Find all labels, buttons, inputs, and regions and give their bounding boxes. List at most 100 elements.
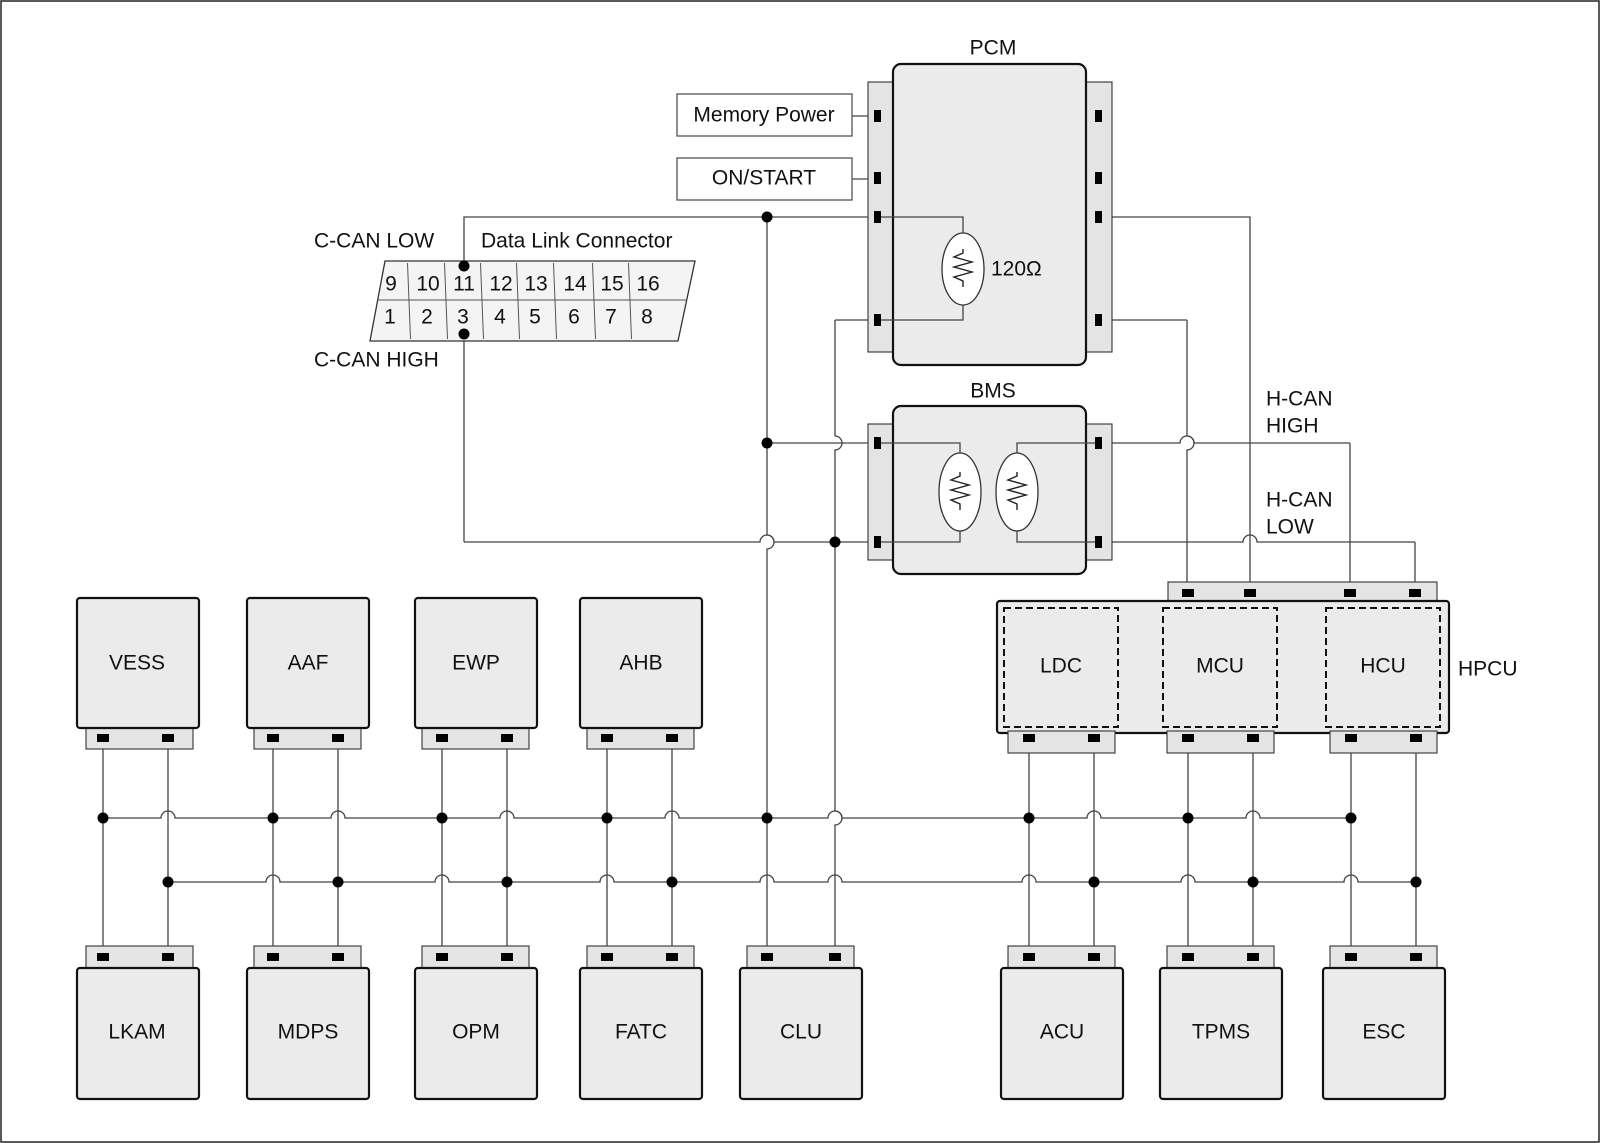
h-can-bms-high-wire bbox=[1102, 435, 1350, 444]
bms-resistor-right-symbol bbox=[1005, 472, 1029, 510]
fatc-label: FATC bbox=[615, 1021, 667, 1044]
connector-pin bbox=[1023, 734, 1035, 742]
dlc-pin-label: 2 bbox=[421, 306, 433, 329]
junction-dot bbox=[97, 812, 109, 824]
connector-pin bbox=[1088, 953, 1100, 961]
dlc-cell-divider bbox=[480, 262, 484, 340]
connector-pin bbox=[1344, 589, 1356, 597]
aaf-module bbox=[245, 596, 371, 730]
hcu-unit bbox=[1325, 607, 1441, 728]
c-can-bus-low bbox=[168, 874, 1416, 883]
dlc-pin-label: 1 bbox=[384, 306, 396, 329]
junction-dot bbox=[761, 211, 773, 223]
dlc-pin-label: 7 bbox=[605, 306, 617, 329]
pcm-pin bbox=[874, 314, 881, 326]
junction-dot bbox=[1345, 812, 1357, 824]
connector-pin bbox=[162, 953, 174, 961]
junction-dot bbox=[162, 876, 174, 888]
esc-module bbox=[1321, 966, 1447, 1101]
h-can-pcm-high-wire bbox=[1186, 320, 1195, 594]
opm-module bbox=[413, 966, 539, 1101]
connector-pin bbox=[267, 734, 279, 742]
tpms-module bbox=[1158, 966, 1284, 1101]
pcm-pin bbox=[1095, 211, 1102, 223]
connector-pin bbox=[436, 734, 448, 742]
esc-label: ESC bbox=[1362, 1021, 1405, 1044]
dlc-pin-label: 5 bbox=[529, 306, 541, 329]
connector-pin bbox=[1088, 734, 1100, 742]
bms-resistor-left-symbol bbox=[948, 472, 972, 510]
opm-label: OPM bbox=[452, 1021, 500, 1044]
pcm-pin bbox=[1095, 110, 1102, 122]
connector-pin bbox=[1023, 953, 1035, 961]
c-can-low-trunk bbox=[766, 217, 775, 818]
junction-dot bbox=[267, 812, 279, 824]
h-can-high-label-line2: HIGH bbox=[1266, 415, 1319, 438]
connector-pin bbox=[601, 953, 613, 961]
mcu-unit bbox=[1162, 607, 1278, 728]
ewp-module-group: EWP bbox=[413, 596, 539, 750]
dlc-pin-label: 15 bbox=[600, 273, 623, 296]
dlc-pin-label: 9 bbox=[385, 273, 397, 296]
c-can-high-trunk bbox=[834, 320, 843, 952]
pcm-resistor-symbol bbox=[951, 249, 975, 287]
connector-pin bbox=[761, 953, 773, 961]
connector-pin bbox=[1410, 953, 1422, 961]
pcm-pin bbox=[1095, 172, 1102, 184]
connector-pin bbox=[1244, 589, 1256, 597]
acu-label: ACU bbox=[1040, 1021, 1084, 1044]
dlc-pin-label: 14 bbox=[563, 273, 587, 296]
connector-pin bbox=[1182, 953, 1194, 961]
h-can-high-label-line1: H-CAN bbox=[1266, 388, 1333, 411]
junction-dot bbox=[458, 260, 470, 272]
dlc-pin-label: 13 bbox=[524, 273, 547, 296]
bms-pin bbox=[1095, 437, 1102, 449]
connector-pin bbox=[1182, 734, 1194, 742]
dlc-cell-divider bbox=[516, 262, 520, 340]
dlc-pin-label: 12 bbox=[489, 273, 512, 296]
resistor-value: 120Ω bbox=[991, 258, 1042, 281]
junction-dot bbox=[761, 812, 773, 824]
junction-dot bbox=[501, 876, 513, 888]
connector-pin bbox=[97, 734, 109, 742]
connector-pin bbox=[666, 734, 678, 742]
connector-pin bbox=[1182, 589, 1194, 597]
dlc-pin-label: 10 bbox=[416, 273, 439, 296]
opm-module-group: OPM bbox=[413, 945, 539, 1101]
clu-module-group: CLU bbox=[738, 945, 864, 1101]
connector-pin bbox=[97, 953, 109, 961]
c-can-high-label: C-CAN HIGH bbox=[314, 349, 439, 372]
junction-dot bbox=[1088, 876, 1100, 888]
memory-power-label: Memory Power bbox=[693, 104, 834, 127]
bms-pin bbox=[874, 536, 881, 548]
dlc-pin-label: 4 bbox=[494, 306, 506, 329]
ahb-label: AHB bbox=[619, 652, 662, 675]
dlc-pin-label: 6 bbox=[568, 306, 580, 329]
junction-dot bbox=[829, 536, 841, 548]
junction-dot bbox=[1247, 876, 1259, 888]
bms-pin bbox=[1095, 536, 1102, 548]
bms-pin bbox=[874, 437, 881, 449]
h-can-low-label-line2: LOW bbox=[1266, 516, 1314, 539]
dlc-pin-label: 3 bbox=[457, 306, 469, 329]
bms-module bbox=[891, 404, 1088, 576]
junction-dot bbox=[666, 876, 678, 888]
ewp-module bbox=[413, 596, 539, 730]
dlc-title: Data Link Connector bbox=[481, 230, 672, 253]
aaf-module-group: AAF bbox=[245, 596, 371, 750]
dlc-cell-divider bbox=[628, 262, 632, 340]
acu-module-group: ACU bbox=[999, 945, 1125, 1101]
dlc-cell-divider bbox=[553, 262, 557, 340]
junction-dot bbox=[332, 876, 344, 888]
pcm-module bbox=[891, 62, 1088, 367]
pins-layer bbox=[97, 589, 1422, 961]
connector-pin bbox=[1247, 953, 1259, 961]
dlc-cell-divider bbox=[444, 262, 448, 340]
junction-dots bbox=[97, 211, 1422, 888]
esc-module-group: ESC bbox=[1321, 945, 1447, 1101]
mdps-module-group: MDPS bbox=[245, 945, 371, 1101]
mdps-module bbox=[245, 966, 371, 1101]
c-can-high-wire bbox=[464, 534, 874, 543]
